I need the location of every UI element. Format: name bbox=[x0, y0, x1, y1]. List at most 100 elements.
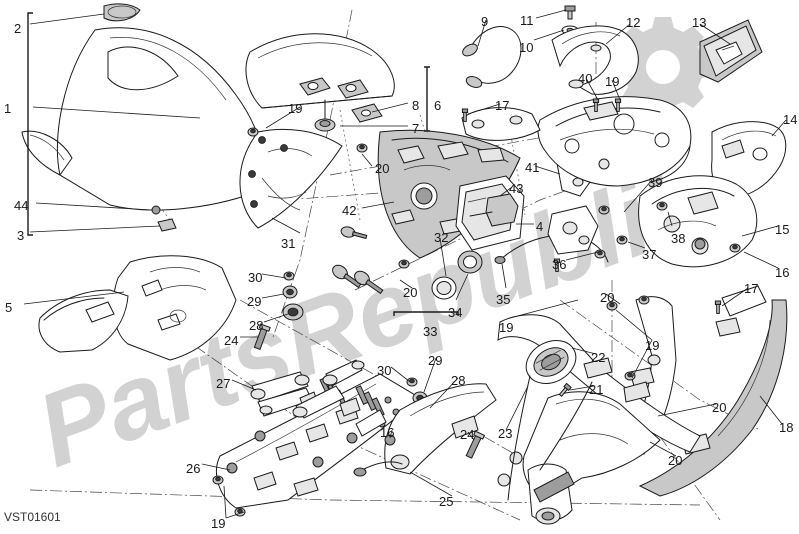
part-4-43-ecu bbox=[455, 175, 525, 251]
part-13-cover bbox=[699, 19, 763, 83]
callout-20-c[interactable]: 20 bbox=[600, 290, 615, 305]
callout-7[interactable]: 7 bbox=[412, 121, 420, 136]
part-11-bolt bbox=[564, 5, 576, 20]
callout-4[interactable]: 4 bbox=[536, 219, 544, 234]
callout-16-a[interactable]: 16 bbox=[775, 265, 790, 280]
bracket-part-33 bbox=[393, 311, 459, 316]
callout-5[interactable]: 5 bbox=[5, 300, 13, 315]
part-33-studs bbox=[332, 226, 384, 295]
callout-19-a[interactable]: 19 bbox=[288, 101, 303, 116]
callout-15[interactable]: 15 bbox=[775, 222, 790, 237]
part-9-strap bbox=[462, 26, 522, 88]
part-group-bottom-hardware bbox=[292, 359, 593, 503]
callout-30-b[interactable]: 30 bbox=[377, 363, 392, 378]
part-3-pad bbox=[157, 218, 177, 232]
callout-27[interactable]: 27 bbox=[216, 376, 231, 391]
callout-33[interactable]: 33 bbox=[423, 324, 438, 339]
callout-1[interactable]: 1 bbox=[4, 101, 12, 116]
callout-44[interactable]: 44 bbox=[14, 198, 29, 213]
callout-17-b[interactable]: 17 bbox=[744, 281, 759, 296]
part-25-strut bbox=[533, 471, 575, 503]
callout-36[interactable]: 36 bbox=[552, 257, 567, 272]
callout-18[interactable]: 18 bbox=[779, 420, 794, 435]
callout-29-a[interactable]: 29 bbox=[247, 294, 262, 309]
callout-34[interactable]: 34 bbox=[448, 305, 463, 320]
callout-25[interactable]: 25 bbox=[439, 494, 454, 509]
callout-13[interactable]: 13 bbox=[692, 15, 707, 30]
part-15-taillight-housing bbox=[638, 175, 758, 268]
gear-icon bbox=[613, 17, 713, 117]
callout-12[interactable]: 12 bbox=[626, 15, 641, 30]
callout-20-a[interactable]: 20 bbox=[375, 161, 390, 176]
bracket-lines bbox=[27, 12, 459, 316]
callout-19-e[interactable]: 19 bbox=[211, 516, 226, 531]
callout-11[interactable]: 11 bbox=[520, 13, 534, 28]
part-12-grab-handle bbox=[551, 25, 639, 95]
leader-lines bbox=[23, 9, 787, 519]
callout-35[interactable]: 35 bbox=[496, 292, 511, 307]
part-group-left-hardware bbox=[250, 271, 313, 417]
callout-28-b[interactable]: 28 bbox=[451, 373, 466, 388]
callout-20-d[interactable]: 20 bbox=[712, 400, 727, 415]
part-group-6 bbox=[299, 77, 383, 132]
link-arms bbox=[292, 359, 387, 437]
callout-40[interactable]: 40 bbox=[578, 71, 593, 86]
part-26-undertray bbox=[212, 373, 421, 517]
callout-26[interactable]: 26 bbox=[186, 461, 201, 476]
callout-24-b[interactable]: 24 bbox=[460, 427, 475, 442]
callout-2[interactable]: 2 bbox=[14, 21, 22, 36]
callout-28-a[interactable]: 28 bbox=[249, 318, 264, 333]
part-42-tail-plate bbox=[356, 129, 521, 269]
callout-41[interactable]: 41 bbox=[525, 160, 540, 175]
part-24-pin-left bbox=[253, 323, 271, 351]
callout-21[interactable]: 21 bbox=[589, 382, 604, 397]
part-32-34-bushings bbox=[332, 226, 483, 300]
callout-38[interactable]: 38 bbox=[671, 231, 686, 246]
callout-3[interactable]: 3 bbox=[17, 228, 25, 243]
part-21-screw bbox=[558, 382, 572, 397]
callout-20-b[interactable]: 20 bbox=[403, 285, 418, 300]
callout-29-b[interactable]: 29 bbox=[428, 353, 443, 368]
part-39-rear-subframe bbox=[461, 96, 692, 187]
callout-19-c[interactable]: 19 bbox=[605, 74, 620, 89]
callout-16-b[interactable]: 16 bbox=[380, 425, 395, 440]
callout-23[interactable]: 23 bbox=[498, 426, 513, 441]
callout-37[interactable]: 37 bbox=[642, 247, 657, 262]
callout-10[interactable]: 10 bbox=[519, 40, 534, 55]
diagram-id-code: VST01601 bbox=[4, 510, 61, 524]
part-17-bolt-b bbox=[714, 300, 722, 314]
part-34-ring bbox=[457, 250, 483, 274]
part-31-side-cover bbox=[239, 127, 343, 229]
callout-19-b[interactable]: 19 bbox=[499, 320, 514, 335]
callout-20-e[interactable]: 20 bbox=[668, 453, 683, 468]
callout-32[interactable]: 32 bbox=[434, 230, 449, 245]
part-24-pin-right bbox=[465, 430, 486, 459]
part-43-connector bbox=[485, 193, 519, 227]
callout-17-a[interactable]: 17 bbox=[495, 98, 510, 113]
callout-31[interactable]: 31 bbox=[281, 236, 296, 251]
callout-8[interactable]: 8 bbox=[412, 98, 420, 113]
bracket-part-1 bbox=[27, 12, 33, 236]
part-36-37-latch bbox=[494, 205, 628, 264]
part-27-linkage bbox=[250, 371, 313, 417]
callout-14[interactable]: 14 bbox=[783, 112, 798, 127]
part-5-passenger-seat bbox=[38, 255, 237, 361]
callout-6[interactable]: 6 bbox=[434, 98, 442, 113]
callout-42[interactable]: 42 bbox=[342, 203, 357, 218]
callout-39[interactable]: 39 bbox=[648, 175, 663, 190]
part-14-tail-cover bbox=[711, 121, 787, 199]
part-44-fastener bbox=[151, 205, 161, 215]
callout-22[interactable]: 22 bbox=[591, 350, 606, 365]
callout-24-a[interactable]: 24 bbox=[224, 333, 239, 348]
callout-9[interactable]: 9 bbox=[481, 14, 489, 29]
part-seat-cowl bbox=[245, 33, 395, 109]
callout-19-d[interactable]: 19 bbox=[645, 338, 660, 353]
part-7-grommet bbox=[314, 118, 336, 132]
callout-30-a[interactable]: 30 bbox=[248, 270, 263, 285]
part-18-tail-fairing bbox=[638, 285, 788, 497]
part-22-cap bbox=[507, 340, 577, 501]
part-seat-assembly bbox=[21, 3, 265, 232]
callout-43[interactable]: 43 bbox=[509, 181, 524, 196]
